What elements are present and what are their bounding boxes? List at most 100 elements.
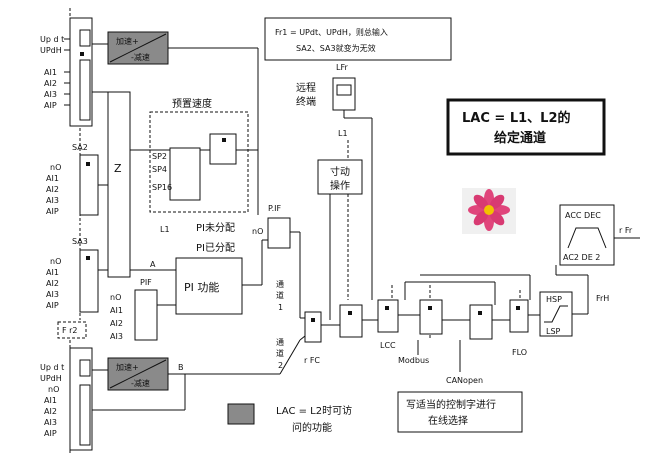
flo-switch: FLO xyxy=(509,290,540,357)
fr2-input-2: nO xyxy=(48,385,59,394)
sa2-label: SA2 xyxy=(72,143,88,152)
pif-input-3: AI3 xyxy=(110,332,123,341)
fr1-input-1: UPdH xyxy=(40,46,62,55)
remote-label-2: 终端 xyxy=(296,95,316,108)
preset-input-0: SP2 xyxy=(152,152,167,161)
acc-dec-label: ACC DEC xyxy=(565,211,601,220)
fr1-ramp-label-1: 加速+ xyxy=(116,36,139,46)
fr1-input-3: AI2 xyxy=(44,79,57,88)
pif-input-0: nO xyxy=(110,293,121,302)
output-ramp-box: ACC DEC AC2 DE 2 r Fr xyxy=(559,204,640,266)
jog-block: L1 寸动 操作 xyxy=(317,129,378,338)
sa2-input-3: AI3 xyxy=(46,196,59,205)
channel1-c1: 通 xyxy=(276,279,284,289)
channel2-c1: 通 xyxy=(276,337,284,347)
sa2-input-4: AIP xyxy=(46,207,59,216)
remote-label-1: 远程 xyxy=(296,82,316,94)
pi-function-box xyxy=(175,257,243,315)
fr1-note: Fr1 = UPdt、UPdH，则总输入 SA2、SA3就变为无效 xyxy=(264,17,452,61)
pi-block: PI未分配 PI已分配 PI 功能 A PIF nO AI1 AI2 AI3 P… xyxy=(110,204,301,341)
sa2-input-1: AI1 xyxy=(46,174,59,183)
sa3-input-4: AIP xyxy=(46,301,59,310)
pi-assigned-label: PI已分配 xyxy=(196,242,235,254)
lac-line1: LAC = L1、L2的 xyxy=(462,110,571,126)
node-a: A xyxy=(150,260,156,269)
channel2-c3: 2 xyxy=(278,361,283,370)
modbus-switch: Modbus xyxy=(398,285,470,365)
sa3-label: SA3 xyxy=(72,237,88,246)
frh-label: FrH xyxy=(596,294,609,303)
preset-out-label: L1 xyxy=(160,225,170,234)
fr1-input-0: Up d t xyxy=(40,35,64,44)
remote-lfr: LFr xyxy=(336,63,348,72)
jog-l1-label: L1 xyxy=(338,129,348,138)
sa3-input-0: nO xyxy=(50,257,61,266)
rfc-switch: r FC xyxy=(300,311,340,365)
rfr-label: r Fr xyxy=(619,226,633,235)
flower-image xyxy=(462,188,516,234)
fr1-note-line1: Fr1 = UPdt、UPdH，则总输入 xyxy=(275,27,388,37)
fr2-ramp-label-2: -减速 xyxy=(131,378,150,388)
channel1-c2: 道 xyxy=(276,290,284,300)
pi-not-assigned-label: PI未分配 xyxy=(196,222,235,234)
summing-block: Z xyxy=(107,91,131,278)
fr2-input-4: AI2 xyxy=(44,407,57,416)
channel-labels: 通 道 1 通 道 2 xyxy=(276,279,284,370)
sa2-input-0: nO xyxy=(50,163,61,172)
sa2-input-2: AI2 xyxy=(46,185,59,194)
fr1-input-5: AIP xyxy=(44,101,57,110)
fr2-ramp-label-1: 加速+ xyxy=(116,362,139,372)
legend-text-1: LAC = L2时可访 xyxy=(276,405,352,417)
fr1-input-group: Up d t UPdH AI1 AI2 AI3 AIP 加速+ -减速 xyxy=(40,8,259,215)
node-b: B xyxy=(178,363,184,372)
fr1-input-2: AI1 xyxy=(44,68,57,77)
rfc-label: r FC xyxy=(304,356,320,365)
lac-box: LAC = L1、L2的 给定通道 xyxy=(446,98,606,156)
fr2-input-group: F r2 Up d t UPdH nO AI1 AI2 AI3 AIP 加速+ … xyxy=(40,321,306,455)
preset-speed-block: 预置速度 SP2 SP4 SP16 L1 xyxy=(130,97,258,234)
canopen-switch: CANopen xyxy=(446,304,510,385)
hsp-label: HSP xyxy=(546,295,562,304)
select-note-line2: 在线选择 xyxy=(428,414,468,427)
fr1-ramp-label-2: -减速 xyxy=(131,52,150,62)
fr2-input-5: AI3 xyxy=(44,418,57,427)
jog-label-2: 操作 xyxy=(330,179,350,192)
channel1-c3: 1 xyxy=(278,303,283,312)
pi-switch-label: P.IF xyxy=(268,204,281,213)
pif-input-1: AI1 xyxy=(110,306,123,315)
legend: LAC = L2时可访 问的功能 xyxy=(227,403,352,434)
fr2-input-1: UPdH xyxy=(40,374,62,383)
jog-label-1: 寸动 xyxy=(330,165,350,178)
select-note-line1: 写适当的控制字进行 xyxy=(406,398,496,411)
fr2-input-0: Up d t xyxy=(40,363,64,372)
preset-input-1: SP4 xyxy=(152,165,167,174)
preset-input-2: SP16 xyxy=(152,183,172,192)
canopen-label: CANopen xyxy=(446,376,483,385)
sa3-input-3: AI3 xyxy=(46,290,59,299)
remote-terminal: 远程 终端 LFr xyxy=(296,63,373,300)
sa3-input-1: AI1 xyxy=(46,268,59,277)
lcc-switch: LCC xyxy=(377,285,420,350)
sa2-group: SA2 nO AI1 AI2 AI3 AIP xyxy=(46,128,108,225)
fr1-note-line2: SA2、SA3就变为无效 xyxy=(296,43,376,53)
fr2-label: F r2 xyxy=(62,326,78,335)
limiter-block: HSP LSP FrH xyxy=(539,265,609,337)
summing-label: Z xyxy=(114,162,122,175)
pi-function-label: PI 功能 xyxy=(184,280,219,294)
legend-swatch xyxy=(227,403,255,425)
fr2-input-6: AIP xyxy=(44,429,57,438)
pi-switch-no: nO xyxy=(252,227,263,236)
sa3-group: SA3 nO AI1 AI2 AI3 AIP xyxy=(46,228,108,320)
ac2-de2-label: AC2 DE 2 xyxy=(563,253,600,262)
legend-text-2: 问的功能 xyxy=(292,421,332,434)
pif-label: PIF xyxy=(140,278,152,287)
fr1-input-4: AI3 xyxy=(44,90,57,99)
fr2-input-3: AI1 xyxy=(44,396,57,405)
modbus-label: Modbus xyxy=(398,356,429,365)
lcc-label: LCC xyxy=(380,341,396,350)
lac-line2: 给定通道 xyxy=(494,130,546,146)
channel2-c2: 道 xyxy=(276,348,284,358)
sa3-input-2: AI2 xyxy=(46,279,59,288)
select-note: 写适当的控制字进行 在线选择 xyxy=(397,391,523,433)
